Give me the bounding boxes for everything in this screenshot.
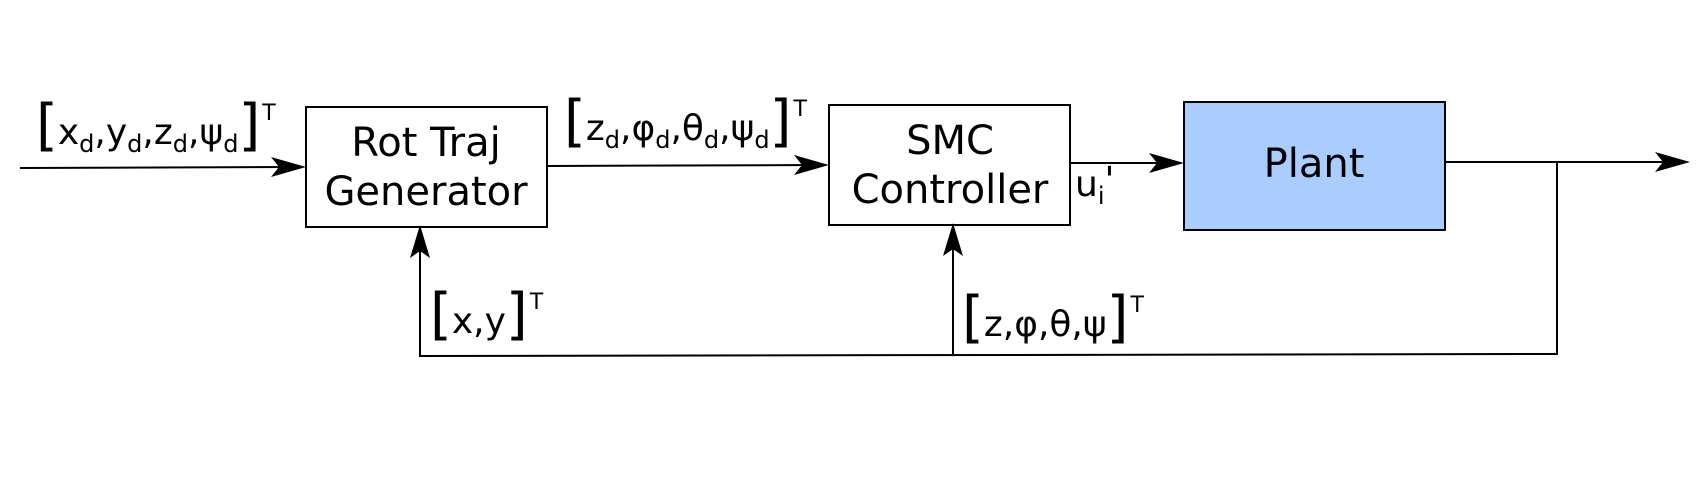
attitude-ref-signal-label: [zd,φd,θd,ψd]T [564, 89, 807, 154]
open-bracket: [ [564, 89, 586, 154]
close-bracket: ] [238, 93, 260, 158]
arrowhead-right-icon [794, 155, 829, 175]
reference-signal-label: [xd,yd,zd,ψd]T [36, 93, 276, 158]
feedback-loop-wire [419, 162, 1558, 358]
smc-controller-label-line1: SMC [906, 118, 994, 164]
arrowhead-up-icon [943, 223, 963, 256]
smc-controller-block: SMC Controller [828, 104, 1071, 226]
attitude-feedback-label: [z,φ,θ,ψ]T [962, 285, 1144, 350]
rot-traj-generator-block: Rot Traj Generator [305, 106, 548, 228]
plant-box [1183, 101, 1446, 231]
rot-traj-generator-label-line1: Rot Traj [351, 120, 501, 166]
arrowhead-right-icon [271, 157, 306, 177]
close-bracket: ] [1107, 285, 1129, 350]
open-bracket: [ [36, 93, 58, 158]
reference-input-wire [19, 166, 297, 169]
open-bracket: [ [962, 285, 984, 350]
plant-label: Plant [1264, 141, 1365, 187]
xy-feedback-label: [x,y]T [430, 282, 544, 347]
rot-traj-generator-label-line2: Generator [324, 169, 528, 215]
close-bracket: ] [770, 89, 792, 154]
arrowhead-right-icon [1655, 152, 1690, 172]
arrowhead-up-icon [410, 225, 430, 258]
arrowhead-right-icon [1149, 153, 1184, 173]
attitude-ref-wire [546, 164, 820, 167]
control-signal-label: ui' [1075, 160, 1114, 210]
smc-controller-box [828, 104, 1071, 226]
smc-controller-label-line2: Controller [852, 167, 1049, 213]
open-bracket: [ [430, 282, 452, 347]
signal-wires [19, 161, 1680, 358]
plant-block: Plant [1183, 101, 1446, 231]
close-bracket: ] [506, 282, 528, 347]
rot-traj-generator-box [305, 106, 548, 228]
arrowheads [271, 152, 1690, 258]
